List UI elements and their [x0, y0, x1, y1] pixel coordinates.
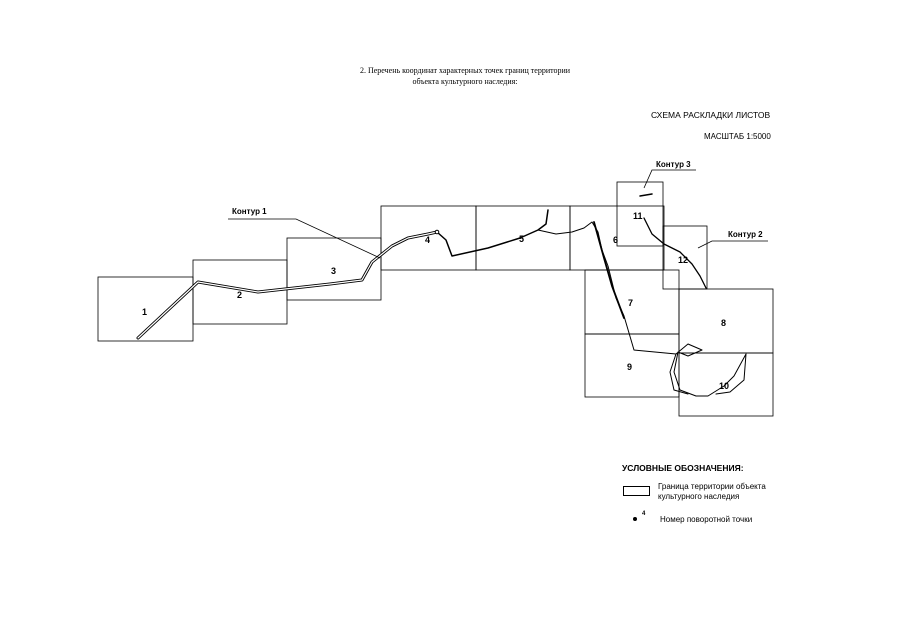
sheet-4-number: 4	[425, 235, 430, 245]
sheet-10-frame[interactable]	[678, 352, 774, 417]
sheet-7-number: 7	[628, 298, 633, 308]
sheet-3-number: 3	[331, 266, 336, 276]
scheme-title: СХЕМА РАСКЛАДКИ ЛИСТОВ	[651, 110, 771, 120]
turning-point-legend-symbol	[633, 517, 637, 521]
contour-2-label: Контур 2	[728, 230, 763, 239]
boundary-legend-symbol	[623, 486, 650, 496]
heading-line-2: объекта культурного наследия:	[412, 77, 518, 86]
sheet-6-number: 6	[613, 235, 618, 245]
sheet-8-number: 8	[721, 318, 726, 328]
sheet-11-frame[interactable]	[616, 181, 664, 247]
heading-line-1: 2. Перечень координат характерных точек …	[359, 66, 571, 75]
contour-2-leader	[697, 240, 768, 249]
sheet-2-number: 2	[237, 290, 242, 300]
contour-1-boundary	[136, 230, 439, 340]
boundary-legend-label: Граница территории объекта культурного н…	[658, 482, 766, 501]
sheet-12-frame[interactable]	[662, 225, 708, 290]
turning-point-4	[434, 229, 440, 235]
scale-label: МАСШТАБ 1:5000	[704, 132, 771, 141]
legend-title: УСЛОВНЫЕ ОБОЗНАЧЕНИЯ:	[622, 463, 744, 473]
sheet-10-number: 10	[719, 381, 729, 391]
turning-point-legend-number: 4	[642, 511, 646, 517]
sheet-1-number: 1	[142, 307, 147, 317]
contour-3-leader	[643, 169, 696, 189]
contour-1-label: Контур 1	[232, 207, 267, 216]
document-heading: 2. Перечень координат характерных точек …	[300, 65, 630, 87]
sheet-11-number: 11	[633, 211, 643, 221]
sheet-9-number: 9	[627, 362, 632, 372]
sheet-5-number: 5	[519, 234, 524, 244]
sheet-12-number: 12	[678, 255, 688, 265]
main-boundary-line	[434, 193, 747, 397]
turning-point-legend-label: Номер поворотной точки	[660, 515, 753, 524]
contour-1-leader	[228, 218, 381, 259]
contour-3-label: Контур 3	[656, 160, 691, 169]
